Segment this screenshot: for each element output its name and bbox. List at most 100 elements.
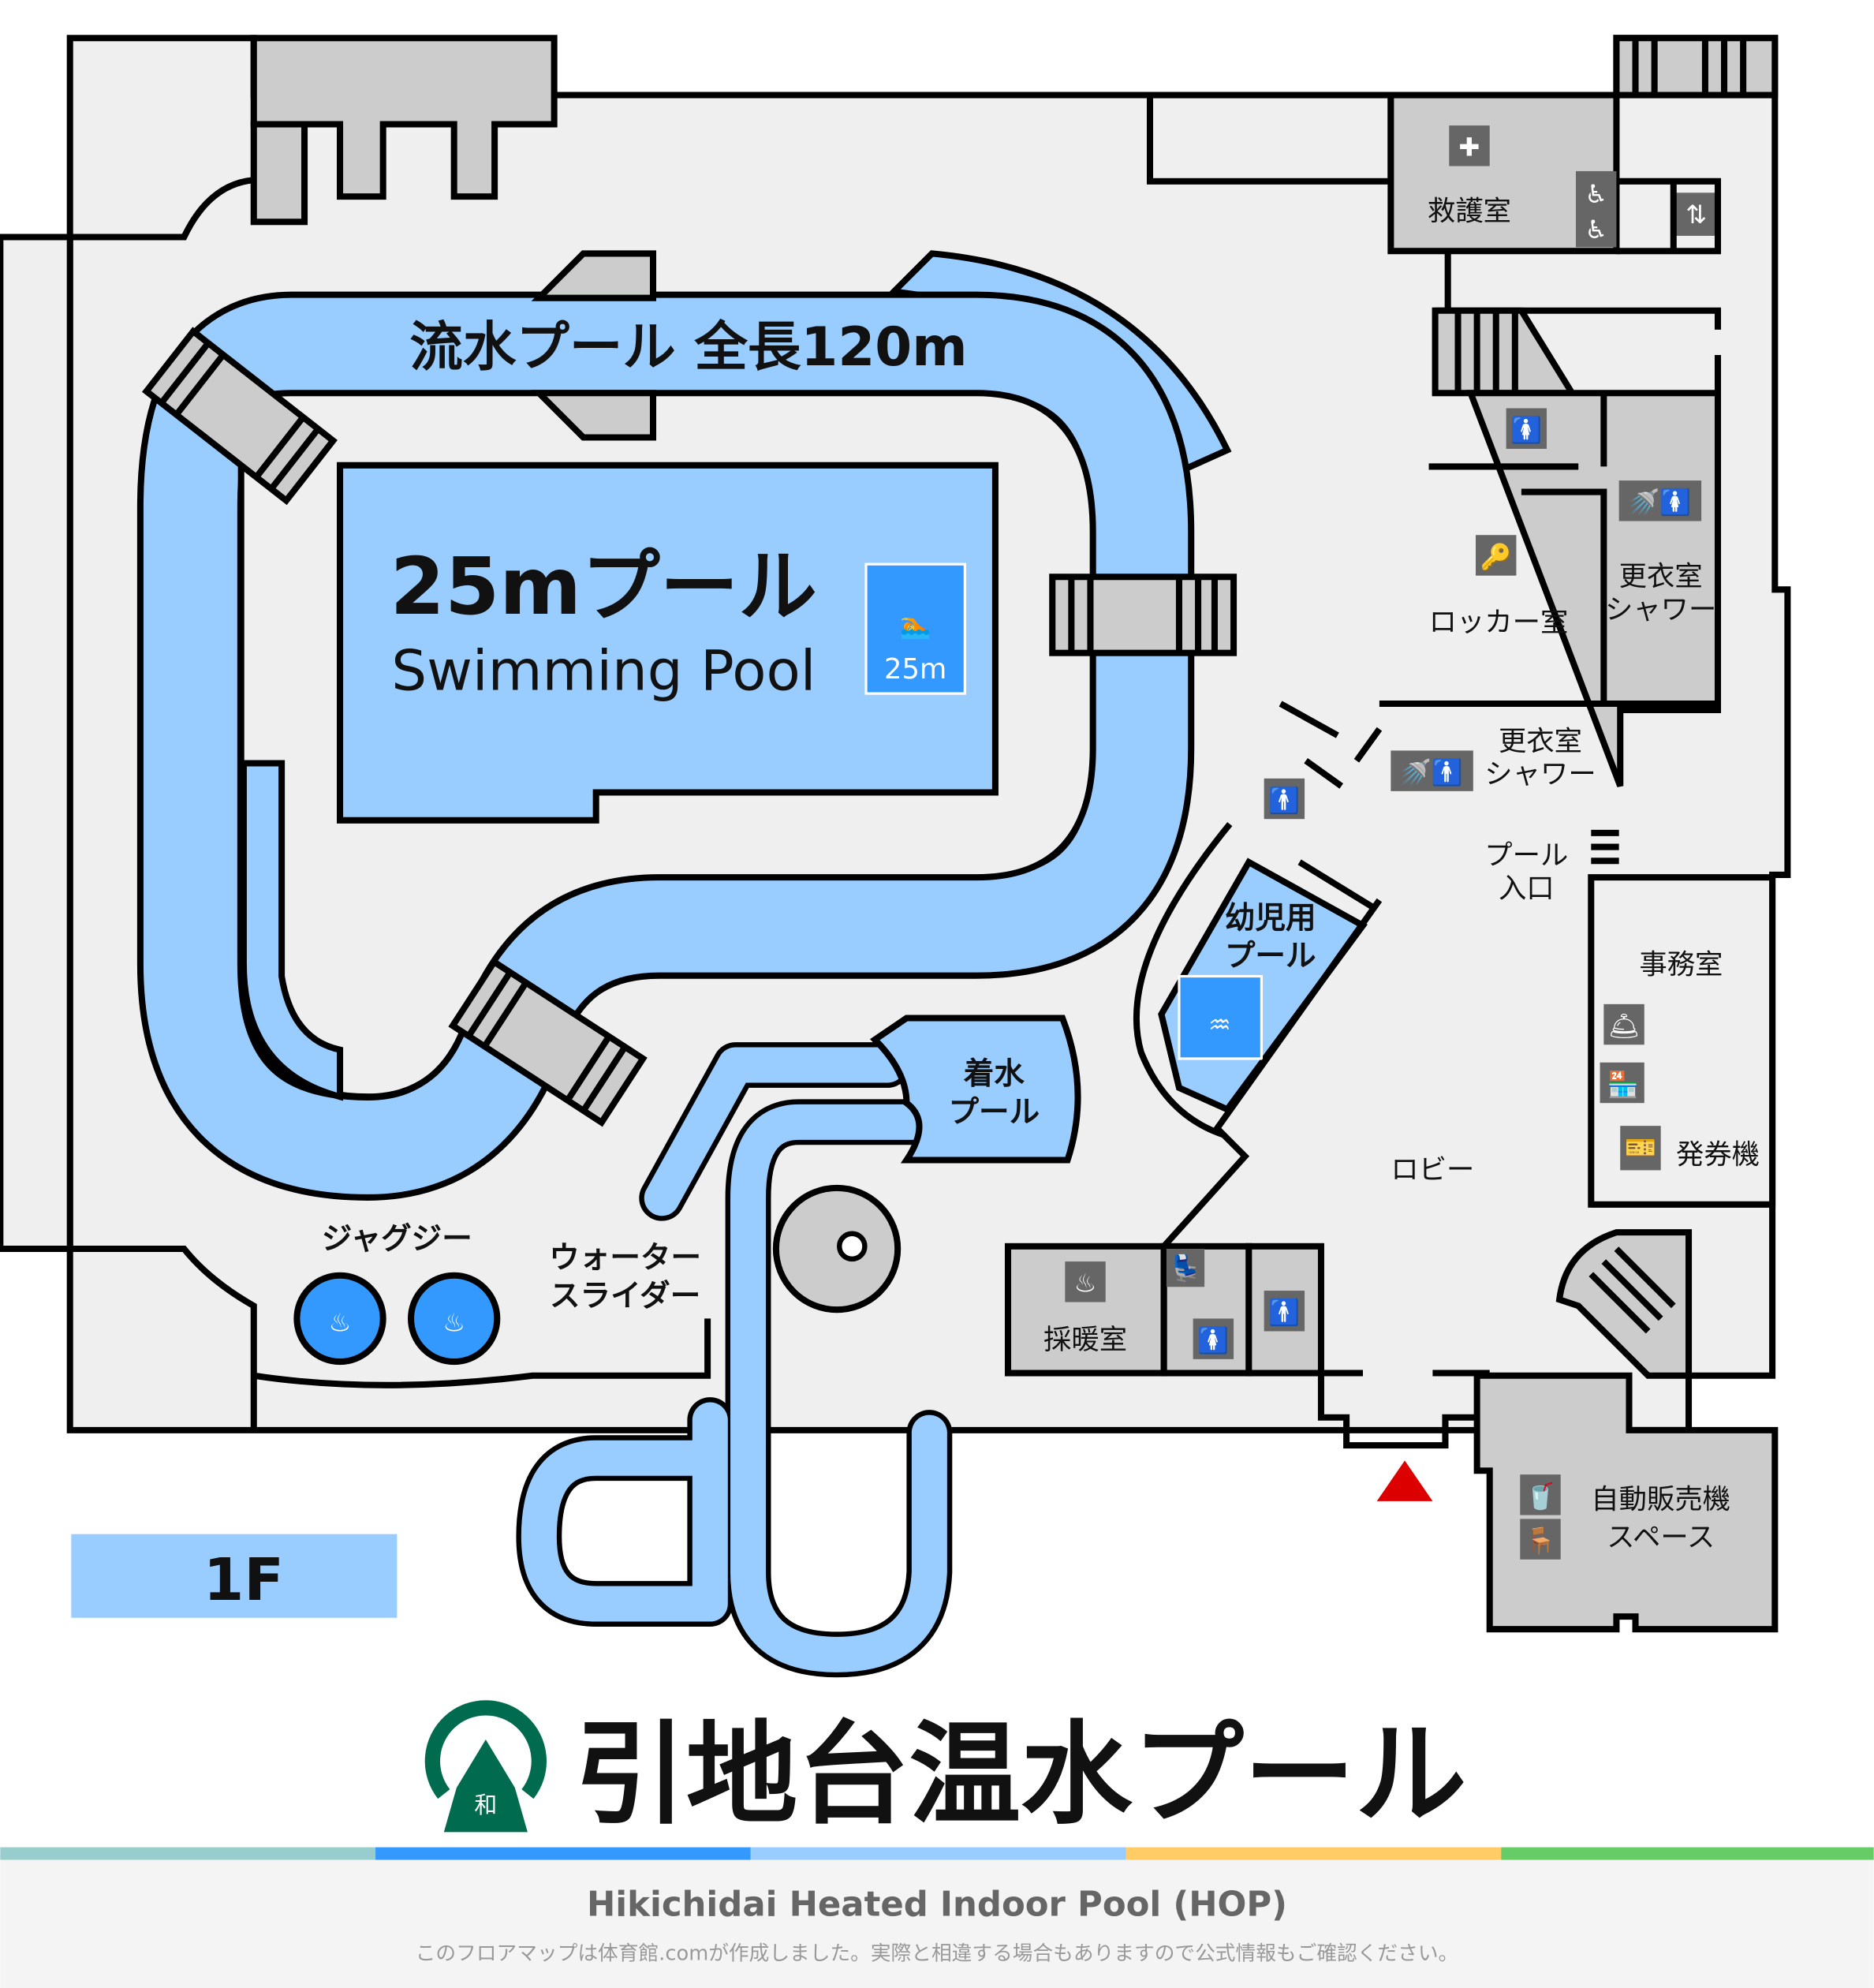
- svg-text:♨: ♨: [329, 1308, 352, 1338]
- office-label: 事務室: [1639, 948, 1723, 981]
- changing-men-label-2: シャワー: [1484, 758, 1596, 790]
- footer: [0, 1859, 1874, 1988]
- ticket-machine-icon: 🎫: [1620, 1126, 1661, 1171]
- locker-walls: [1279, 393, 1718, 910]
- svg-text:🚺: 🚺: [1197, 1325, 1229, 1355]
- stripe-3: [750, 1847, 1126, 1860]
- landing-pool-label-1: 着水: [964, 1056, 1025, 1092]
- floor-label-box: [71, 1534, 398, 1618]
- svg-text:🪑: 🪑: [1525, 1526, 1556, 1556]
- vending-space: [1473, 1372, 1779, 1633]
- vending-label-1: 自動販売機: [1591, 1484, 1730, 1516]
- corridor-top: [1146, 92, 1394, 185]
- main-entrance-marker: [1376, 1460, 1433, 1501]
- first-aid-label: 救護室: [1428, 196, 1511, 228]
- jacuzzi-icon: ♨: [293, 1272, 386, 1366]
- svg-text:💺: 💺: [1170, 1253, 1201, 1283]
- locker-label: ロッカー室: [1429, 606, 1569, 638]
- reception-icon: 🛎: [1603, 1003, 1644, 1045]
- stairs-top-left: [250, 121, 308, 226]
- svg-text:♨: ♨: [1074, 1269, 1097, 1299]
- entrance-mat-icon: [1591, 829, 1619, 865]
- svg-text:🔑: 🔑: [1480, 541, 1512, 573]
- svg-text:🛎: 🛎: [1608, 1011, 1641, 1041]
- warming-room-label: 採暖室: [1043, 1324, 1127, 1356]
- svg-text:🚿🚹: 🚿🚹: [1400, 757, 1463, 787]
- stripe-1: [0, 1847, 376, 1860]
- lobby-label: ロビー: [1391, 1154, 1474, 1186]
- seat-icon: 💺: [1166, 1249, 1205, 1287]
- shower-changing-icon-women: 🚿🚺: [1618, 480, 1702, 521]
- baby-pool-label-1: 幼児用: [1225, 900, 1316, 936]
- svg-text:🚹: 🚹: [1268, 1298, 1300, 1328]
- seating-icon: 🪑: [1520, 1519, 1561, 1560]
- male-toilet-icon: 🚹: [1264, 778, 1305, 820]
- spiral-stairs: [772, 1184, 902, 1314]
- changing-women-label-1: 更衣室: [1619, 561, 1703, 593]
- footer-english-title: Hikichidai Heated Indoor Pool (HOP): [587, 1885, 1287, 1924]
- accessible-shower-icon: ♿♿: [1576, 170, 1617, 248]
- heater-icon: ♨: [1065, 1261, 1106, 1302]
- logo: 和: [424, 1700, 547, 1833]
- female-toilet-icon: 🚺: [1506, 408, 1547, 449]
- svg-text:25m: 25m: [884, 653, 946, 686]
- ticket-machine-label: 発券機: [1676, 1138, 1760, 1171]
- pool-25m: [337, 462, 999, 824]
- bridge-right: [1049, 574, 1238, 656]
- svg-text:♒: ♒: [1208, 1010, 1231, 1040]
- pool-25m-subtitle: Swimming Pool: [391, 637, 816, 703]
- changing-women-label-2: シャワー: [1605, 593, 1716, 626]
- water-slider-label-2: スライダー: [550, 1278, 700, 1314]
- pool-entrance-label-1: プール: [1484, 839, 1568, 872]
- svg-text:🏊: 🏊: [900, 611, 931, 641]
- svg-text:🎫: 🎫: [1625, 1133, 1656, 1163]
- stairs-lobby: [1555, 1229, 1693, 1379]
- swimmer-icon: 🏊 25m: [864, 562, 966, 695]
- toilet-block-top: [250, 35, 558, 200]
- first-aid-icon: ✚: [1449, 125, 1490, 166]
- female-toilet-icon: 🚺: [1193, 1318, 1234, 1359]
- shop-icon: 🏪: [1600, 1062, 1644, 1104]
- vending-label-2: スペース: [1607, 1522, 1715, 1554]
- svg-text:🚿🚺: 🚿🚺: [1628, 488, 1691, 518]
- page-title: 引地台温水プール: [574, 1710, 1466, 1840]
- svg-text:🚺: 🚺: [1510, 415, 1542, 445]
- water-slider-label-1: ウォーター: [549, 1240, 701, 1276]
- svg-text:🚹: 🚹: [1268, 785, 1300, 815]
- svg-text:🏪: 🏪: [1607, 1069, 1638, 1099]
- male-toilet-icon: 🚹: [1264, 1291, 1305, 1332]
- lazy-river-label: 流水プール 全長120m: [409, 316, 967, 378]
- svg-text:♿: ♿: [1585, 215, 1607, 245]
- stripe-5: [1501, 1847, 1874, 1860]
- baby-pool-surround: [1133, 822, 1233, 1138]
- lazy-river-side-channel: [240, 760, 344, 1101]
- stairs-top-right: [1613, 35, 1779, 99]
- stripe-4: [1126, 1847, 1502, 1860]
- bridge-top: [531, 250, 657, 441]
- water-slider-water: [521, 1047, 947, 1672]
- svg-text:⇅: ⇅: [1685, 200, 1707, 230]
- baby-pool-label-2: プール: [1225, 939, 1316, 974]
- elevator-icon: ⇅: [1675, 192, 1717, 236]
- locker-icon: 🔑: [1476, 535, 1517, 576]
- svg-text:♨: ♨: [442, 1308, 465, 1338]
- interior-walls-top-right: [1435, 178, 1722, 394]
- landing-pool: [869, 1015, 1081, 1164]
- pool-25m-title: 25mプール: [390, 542, 817, 633]
- svg-text:♿: ♿: [1585, 179, 1607, 209]
- svg-text:✚: ✚: [1459, 133, 1480, 163]
- bridge-bottom: [448, 957, 648, 1127]
- landing-pool-label-2: プール: [948, 1094, 1040, 1130]
- stripe-2: [375, 1847, 751, 1860]
- bridge-left: [142, 327, 338, 506]
- svg-text:和: 和: [474, 1792, 497, 1818]
- footer-note: このフロアマップは体育館.comが作成しました。実際と相違する場合もありますので…: [416, 1942, 1459, 1966]
- shower-changing-icon-men: 🚿🚹: [1391, 750, 1473, 791]
- pool-ladder-icon: ♒: [1178, 974, 1264, 1060]
- changing-men-label-1: 更衣室: [1499, 725, 1582, 757]
- floor-label: 1F: [203, 1546, 284, 1614]
- jacuzzi-icon: ♨: [408, 1272, 501, 1366]
- svg-text:🥤: 🥤: [1525, 1482, 1556, 1512]
- vending-icon: 🥤: [1520, 1474, 1561, 1515]
